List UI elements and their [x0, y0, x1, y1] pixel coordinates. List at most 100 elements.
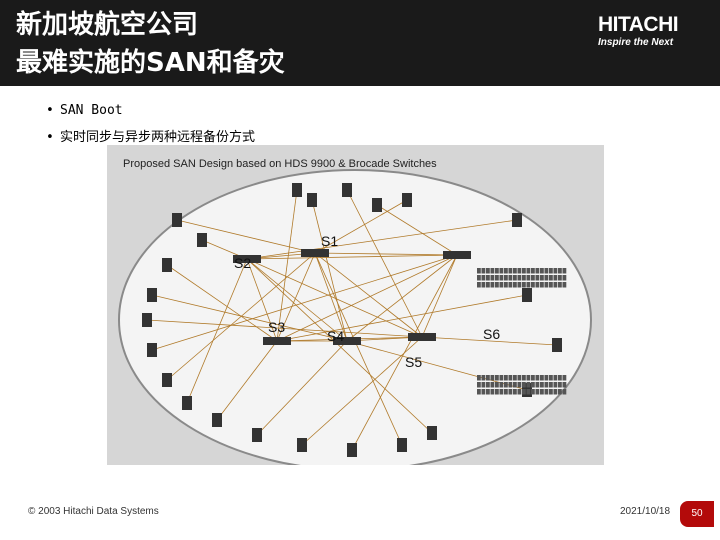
disk-icon: [562, 389, 567, 395]
link-lines: [146, 189, 558, 451]
server-icon: [512, 213, 522, 227]
switch-icon: [263, 337, 291, 345]
bullet-list: •SAN Boot •实时同步与异步两种远程备份方式: [46, 97, 255, 151]
disk-icon: [549, 389, 553, 395]
disk-icon: [504, 275, 508, 281]
bullet-text: 实时同步与异步两种远程备份方式: [60, 130, 256, 145]
disk-icon: [486, 375, 490, 381]
server-icon: [342, 183, 352, 197]
server-icon: [397, 438, 407, 452]
server-icon: [372, 198, 382, 212]
disk-icon: [553, 282, 558, 288]
disk-icon: [526, 268, 531, 274]
link-line: [314, 252, 348, 342]
disk-icon: [522, 275, 526, 281]
link-line: [314, 252, 458, 256]
server-icon: [142, 313, 152, 327]
diagram-canvas: Proposed SAN Design based on HDS 9900 & …: [107, 145, 604, 471]
disk-icon: [490, 389, 495, 395]
server-icon: [307, 193, 317, 207]
server-icon: [292, 183, 302, 197]
page-number-badge: 50: [680, 501, 714, 527]
disk-icon: [531, 389, 535, 395]
link-line: [376, 204, 458, 256]
disk-icon: [486, 389, 490, 395]
switch-icon: [301, 249, 329, 257]
disk-icon: [535, 375, 540, 381]
disk-icon: [508, 268, 513, 274]
bullet-text: SAN Boot: [60, 103, 123, 118]
disk-icon: [499, 275, 504, 281]
disk-icon: [535, 382, 540, 388]
disk-icon: [531, 268, 535, 274]
disk-icon: [490, 268, 495, 274]
storage-arrays: [477, 268, 567, 395]
disk-icon: [522, 375, 526, 381]
disk-icon: [504, 375, 508, 381]
disk-icon: [558, 268, 562, 274]
disk-icon: [544, 375, 549, 381]
disk-icon: [513, 375, 517, 381]
disk-icon: [477, 375, 481, 381]
disk-icon: [535, 282, 540, 288]
disk-icon: [508, 275, 513, 281]
disk-icon: [549, 268, 553, 274]
disk-icon: [540, 268, 544, 274]
disk-icon: [495, 275, 499, 281]
link-line: [246, 258, 433, 434]
disk-icon: [517, 282, 522, 288]
disk-icon: [477, 389, 481, 395]
disk-icon: [540, 382, 544, 388]
link-line: [246, 258, 348, 342]
disk-icon: [495, 382, 499, 388]
link-line: [256, 340, 348, 436]
disk-icon: [508, 382, 513, 388]
link-line: [246, 219, 518, 260]
disk-icon: [558, 389, 562, 395]
disk-icon: [526, 389, 531, 395]
link-line: [351, 254, 458, 451]
link-line: [276, 189, 298, 342]
link-line: [346, 340, 528, 391]
disk-icon: [481, 268, 486, 274]
disk-icon: [495, 282, 499, 288]
disk-icon: [553, 375, 558, 381]
disk-icon: [481, 275, 486, 281]
switch-icon: [333, 337, 361, 345]
disk-icon: [558, 275, 562, 281]
server-icon: [162, 373, 172, 387]
disk-icon: [499, 389, 504, 395]
server-icon: [197, 233, 207, 247]
diagram-title: Proposed SAN Design based on HDS 9900 & …: [123, 158, 437, 170]
disk-icon: [522, 389, 526, 395]
link-line: [276, 252, 316, 342]
disk-icon: [544, 268, 549, 274]
disk-icon: [558, 382, 562, 388]
logo-brand: HITACHI: [598, 13, 679, 36]
disk-icon: [495, 389, 499, 395]
server-icon: [162, 258, 172, 272]
title-line-2: 最难实施的SAN和备灾: [16, 48, 285, 78]
disk-icon: [495, 268, 499, 274]
disk-icon: [486, 382, 490, 388]
disk-icon: [549, 275, 553, 281]
disk-icon: [490, 382, 495, 388]
device-icons: [142, 183, 562, 457]
bullet-dot-icon: •: [46, 130, 54, 145]
disk-icon: [553, 389, 558, 395]
disk-icon: [544, 282, 549, 288]
link-line: [176, 219, 316, 254]
disk-icon: [490, 275, 495, 281]
disk-icon: [490, 375, 495, 381]
link-line: [314, 199, 408, 254]
disk-icon: [544, 389, 549, 395]
disk-icon: [504, 282, 508, 288]
disk-icon: [499, 382, 504, 388]
disk-icon: [531, 375, 535, 381]
link-line: [151, 294, 348, 342]
disk-icon: [562, 275, 567, 281]
link-line: [246, 254, 458, 260]
disk-icon: [513, 389, 517, 395]
copyright-text: © 2003 Hitachi Data Systems: [28, 506, 159, 517]
link-line: [311, 199, 348, 342]
